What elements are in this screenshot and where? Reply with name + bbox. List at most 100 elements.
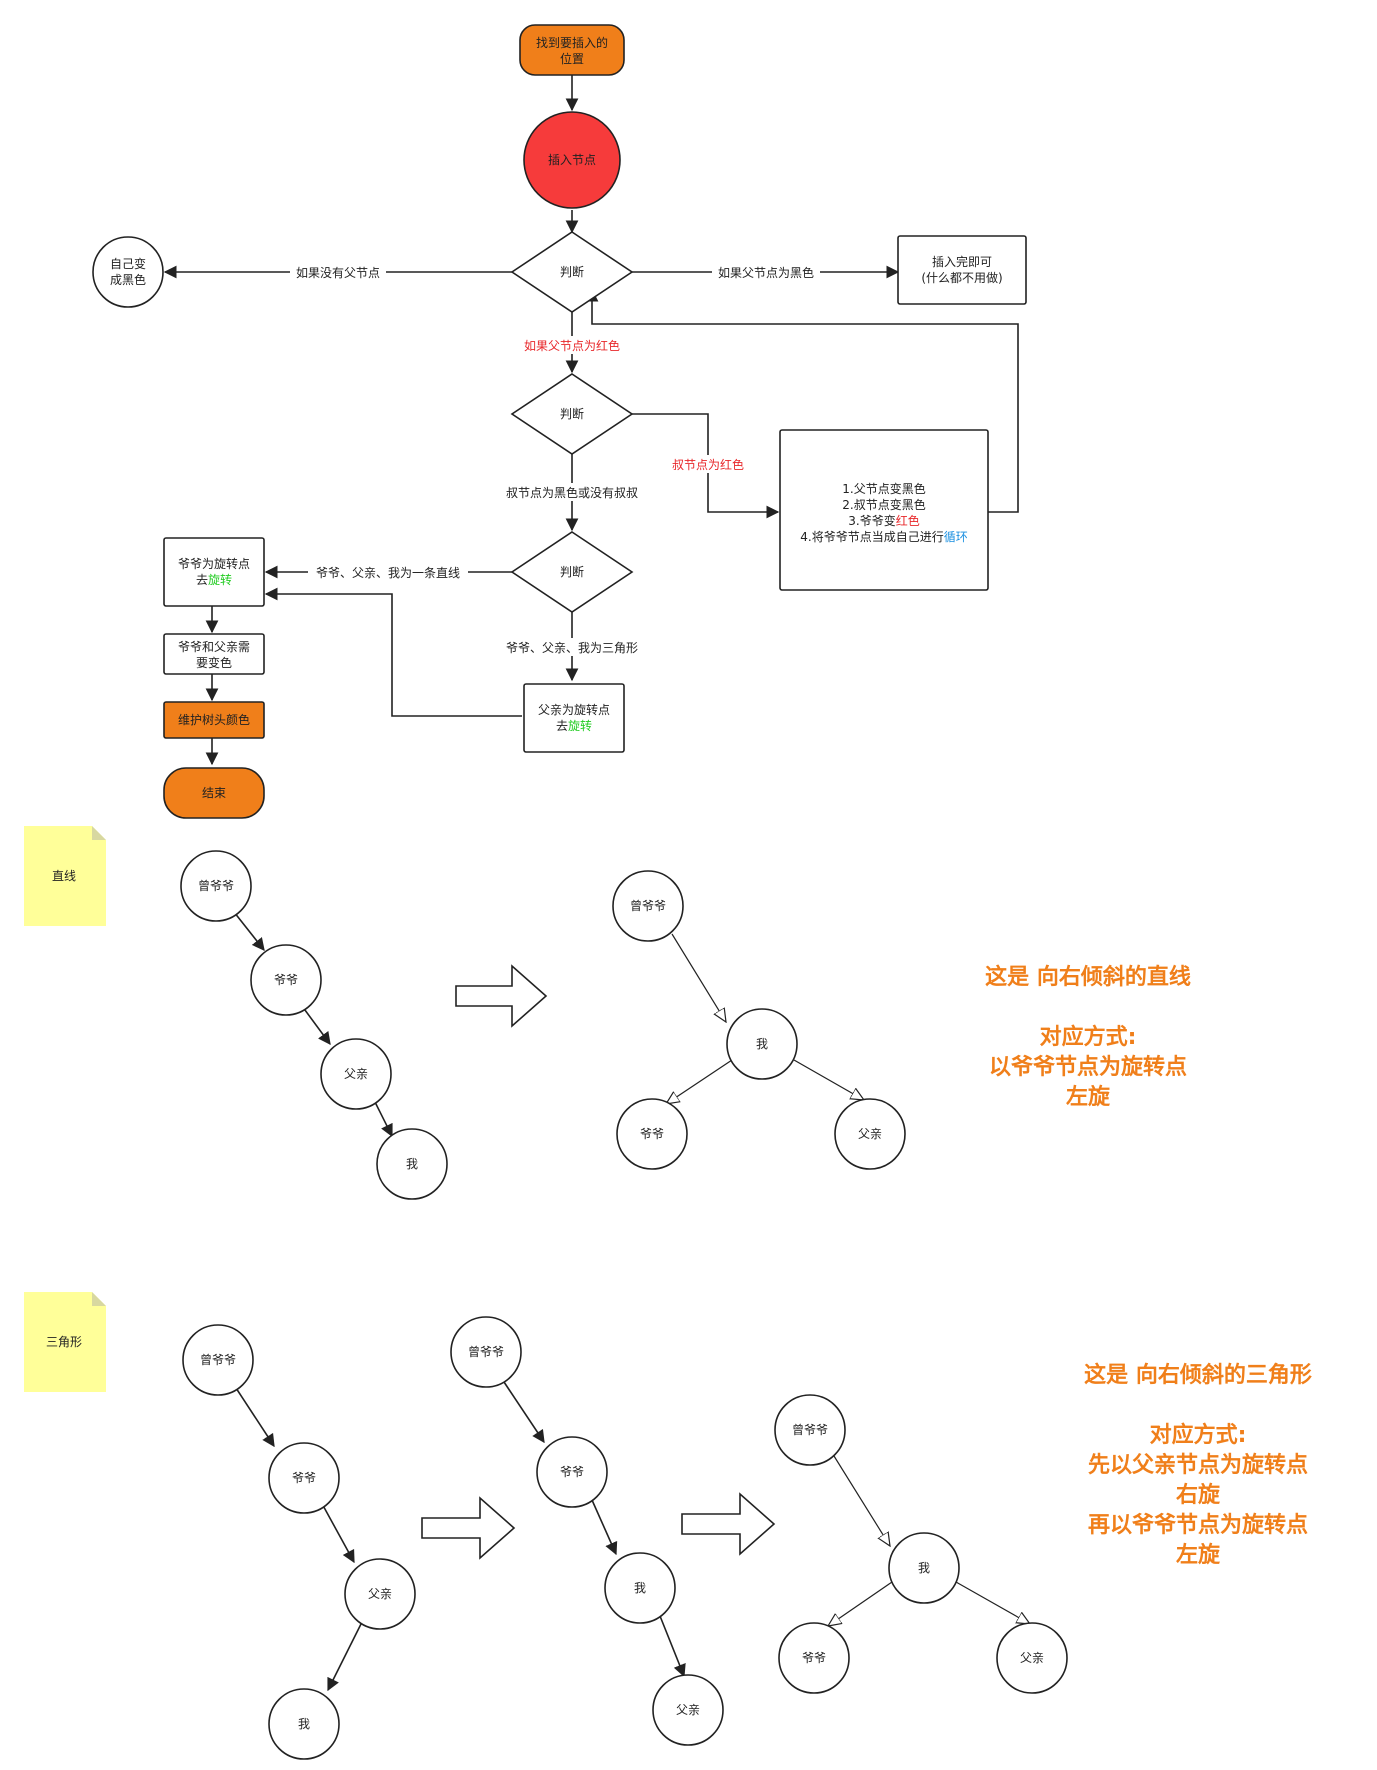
recolor-grand-parent-line2: 要变色: [196, 655, 232, 670]
tri-middle-me: [604, 1552, 676, 1624]
tri-transform-arrow-1: [421, 1496, 516, 1560]
rotate-parent-line2: 去旋转: [556, 718, 592, 733]
tri-desc-0: 这是 向右倾斜的三角形: [1084, 1362, 1312, 1388]
decision-2: [510, 373, 634, 455]
tri-middle-edge1: [503, 1381, 545, 1444]
tri-before-me: [268, 1688, 340, 1760]
start-label-line2: 位置: [560, 51, 584, 66]
decision-2-label: 判断: [560, 406, 584, 421]
label-uncle-black: 叔节点为黑色或没有叔叔: [506, 485, 638, 500]
tri-before-father: [344, 1558, 416, 1630]
tri-middle-ggf-label: 曾爷爷: [468, 1345, 504, 1359]
done-line2: (什么都不用做): [921, 270, 1002, 285]
tri-after-gf: [778, 1622, 850, 1694]
tri-after-gf-label: 爷爷: [802, 1651, 826, 1665]
line-before-ggf-label: 曾爷爷: [198, 879, 234, 893]
recolor-grand-parent-node: [163, 633, 265, 675]
end-node: [163, 767, 265, 819]
line-after-gf-label: 爷爷: [640, 1127, 664, 1141]
line-before-father: [320, 1038, 392, 1110]
tri-before-edge1: [235, 1387, 275, 1448]
tri-after-ggf: [774, 1394, 846, 1466]
recolor-line2: 2.叔节点变黑色: [842, 497, 925, 512]
line-desc-3: 以爷爷节点为旋转点: [989, 1054, 1187, 1080]
recolor-grand-parent-line1: 爷爷和父亲需: [178, 640, 250, 654]
tri-desc-3: 先以父亲节点为旋转点: [1088, 1452, 1308, 1478]
edge-parent-rotate-to-grand: [264, 587, 522, 717]
line-before-ggf: [180, 850, 252, 922]
tri-after-me: [888, 1532, 960, 1604]
line-after-father-label: 父亲: [858, 1127, 882, 1141]
done-line1: 插入完即可: [932, 254, 992, 269]
line-before-father-label: 父亲: [344, 1067, 368, 1081]
line-after-edge1: [671, 933, 726, 1022]
tri-before-father-label: 父亲: [368, 1587, 392, 1601]
line-desc-4: 左旋: [1066, 1084, 1111, 1110]
line-after-gf: [616, 1098, 688, 1170]
tri-after-edge1: [833, 1455, 890, 1546]
line-transform-arrow: [455, 964, 548, 1028]
line-after-edge2: [666, 1059, 733, 1104]
tri-middle-gf-label: 爷爷: [560, 1465, 584, 1479]
label-parent-red: 如果父节点为红色: [524, 338, 620, 353]
tri-after-ggf-label: 曾爷爷: [792, 1423, 828, 1437]
line-after-edge3: [793, 1059, 864, 1100]
decision-1-label: 判断: [560, 264, 584, 279]
end-label: 结束: [202, 786, 226, 800]
line-before-gf: [250, 944, 322, 1016]
self-black-line1: 自己变: [110, 256, 146, 271]
tri-middle-father: [652, 1674, 724, 1746]
decision-3-label: 判断: [560, 564, 584, 579]
start-label-line1: 找到要插入的: [536, 35, 608, 50]
note-line: [24, 826, 106, 926]
label-parent-black: 如果父节点为黑色: [718, 265, 814, 280]
tri-before-gf-label: 爷爷: [292, 1471, 316, 1485]
tri-desc-4: 右旋: [1176, 1482, 1221, 1508]
insert-node: [523, 111, 621, 209]
tri-before-ggf: [182, 1324, 254, 1396]
recolor-line3: 3.爷爷变红色: [848, 513, 919, 528]
line-after-ggf-label: 曾爷爷: [630, 899, 666, 913]
tri-middle-edge2: [591, 1499, 618, 1556]
rotate-grand-line2: 去旋转: [196, 572, 232, 587]
decision-3: [510, 531, 634, 613]
recolor-line4: 4.将爷爷节点当成自己进行循环: [800, 530, 967, 544]
self-black-node: [92, 236, 164, 308]
insert-label: 插入节点: [548, 153, 596, 167]
maintain-root-node: [163, 701, 265, 739]
maintain-root-label: 维护树头颜色: [178, 712, 250, 727]
rotate-grand-node: [163, 537, 265, 607]
line-after-father: [834, 1098, 906, 1170]
tri-before-gf: [268, 1442, 340, 1514]
tri-middle-me-label: 我: [634, 1581, 646, 1595]
line-desc-2: 对应方式:: [1040, 1024, 1137, 1050]
line-before-edge3: [373, 1099, 393, 1138]
recolor-box: [779, 429, 989, 591]
line-before-edge2: [301, 1005, 331, 1046]
tri-desc-5: 再以爷爷节点为旋转点: [1088, 1512, 1308, 1538]
rotate-parent-node: [523, 683, 625, 753]
label-line-case: 爷爷、父亲、我为一条直线: [316, 566, 460, 580]
tri-after-edge3: [955, 1581, 1030, 1624]
note-triangle-label: 三角形: [46, 1335, 82, 1349]
note-line-label: 直线: [52, 869, 76, 883]
tri-middle-edge3: [659, 1615, 686, 1678]
line-after-ggf: [612, 870, 684, 942]
tri-desc-2: 对应方式:: [1150, 1422, 1247, 1448]
start-node: [519, 24, 625, 76]
tri-transform-arrow-2: [681, 1492, 776, 1556]
line-before-gf-label: 爷爷: [274, 973, 298, 987]
line-before-edge1: [233, 911, 265, 952]
rotate-parent-line1: 父亲为旋转点: [538, 702, 610, 717]
line-desc-0: 这是 向右倾斜的直线: [985, 964, 1191, 990]
rotate-grand-line1: 爷爷为旋转点: [178, 556, 250, 571]
edge-loop-back: [585, 288, 1019, 513]
triangle-description: 这是 向右倾斜的三角形 对应方式: 先以父亲节点为旋转点 右旋 再以爷爷节点为旋…: [1084, 1362, 1312, 1568]
recolor-line1: 1.父节点变黑色: [842, 481, 925, 496]
tri-desc-6: 左旋: [1176, 1542, 1221, 1568]
tri-before-edge3: [327, 1621, 363, 1692]
tri-after-me-label: 我: [918, 1561, 930, 1575]
tri-after-edge2: [828, 1581, 893, 1626]
line-before-me: [376, 1128, 448, 1200]
